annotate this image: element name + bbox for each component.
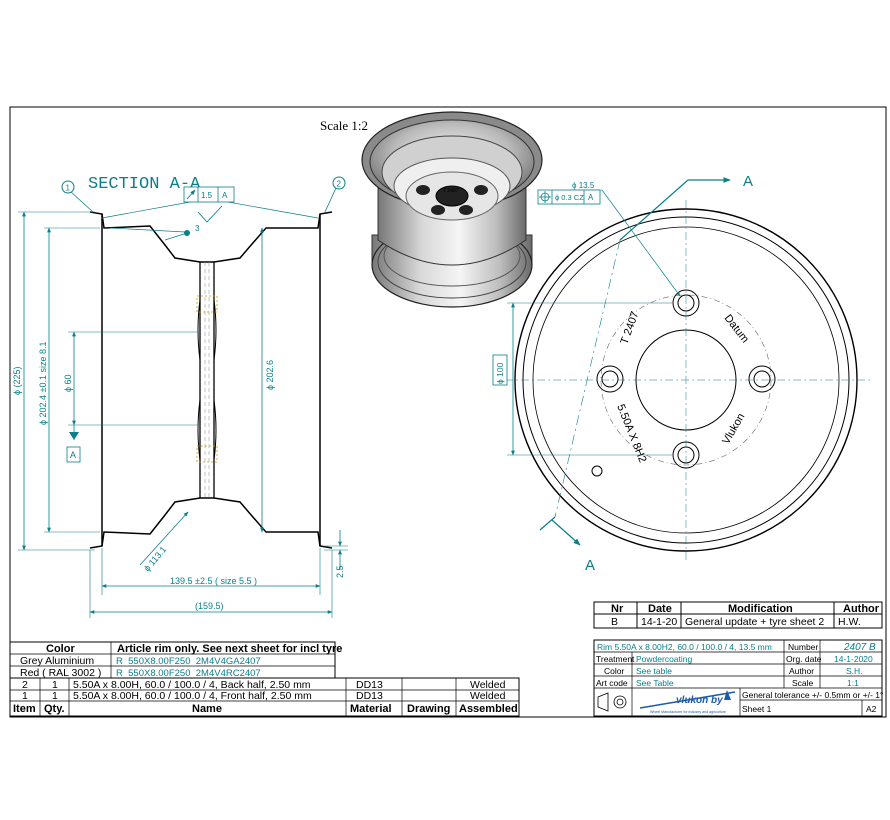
scale-field-label: Scale	[792, 678, 814, 688]
section-title: SECTION A-A	[88, 175, 201, 194]
treatment-label: Treatment	[596, 654, 635, 664]
rev-row-nr: B	[611, 616, 618, 628]
parts-list: 2 1 5.50A x 8.00H, 60.0 / 100.0 / 4, Bac…	[9, 677, 520, 717]
dim-2-5: 2.5	[335, 565, 345, 578]
revision-table: Nr Date Modification Author B 14-1-20 Ge…	[593, 601, 883, 629]
bolt-hole-left	[596, 365, 624, 393]
color-table-header-color: Color	[46, 643, 75, 655]
color-value: See table	[636, 666, 672, 676]
part-row-1-qty: 1	[52, 679, 58, 691]
part-row-2-item: 1	[22, 690, 28, 702]
rim-profile-top	[89, 211, 333, 263]
parts-header-name: Name	[192, 703, 222, 715]
balloon-1-label: 1	[66, 184, 71, 193]
rev-row-modification: General update + tyre sheet 2	[685, 616, 824, 628]
emboss-brand: Vlukon	[720, 411, 747, 446]
position-tol-ref: A	[588, 193, 594, 202]
valve-hole	[591, 465, 603, 477]
color-row-2-name: Red ( RAL 3002 )	[20, 667, 101, 679]
position-tolerance-frame: ϕ 0.3 CZ A	[537, 189, 601, 205]
section-arrow-label-top: A	[743, 173, 753, 190]
org-date-label: Org. date	[786, 654, 822, 664]
part-row-1-name: 5.50A x 8.00H, 60.0 / 100.0 / 4, Back ha…	[73, 679, 311, 691]
balloon-2	[332, 176, 346, 190]
parts-header-assembled: Assembled	[459, 703, 518, 715]
art-code-value: See Table	[636, 678, 674, 688]
parts-header-drawing: Drawing	[407, 703, 450, 715]
datum-box-a-label: A	[70, 450, 76, 460]
parts-header-item: Item	[13, 703, 36, 715]
balloon-1	[61, 180, 75, 194]
bolt-hole-right	[748, 365, 776, 393]
projection-symbol-icon	[597, 692, 627, 712]
rev-header-author: Author	[843, 603, 880, 615]
rev-row-author: H.W.	[838, 616, 861, 628]
rev-header-nr: Nr	[611, 603, 624, 615]
rim-3d-render: T 2407	[361, 111, 543, 308]
general-tolerance: General tolerance +/- 0.5mm or +/- 1°	[742, 690, 883, 700]
art-code-label: Art code	[596, 678, 628, 688]
runout-ref: A	[222, 191, 228, 200]
dim-139-5: 139.5 ±2.5 ( size 5.5 )	[170, 576, 257, 586]
part-row-2-qty: 1	[52, 690, 58, 702]
rim-profile-bottom	[89, 497, 333, 549]
emboss-datum: Datum	[722, 312, 751, 345]
balloon-2-label: 2	[337, 180, 342, 189]
company-logo-text: vlukon by	[676, 695, 723, 706]
part-row-2-name: 5.50A x 8.00H, 60.0 / 100.0 / 4, Front h…	[73, 690, 312, 702]
dim-dia-225: ϕ (225)	[12, 366, 22, 395]
hole-dia: ϕ 13.5	[572, 181, 595, 190]
rim-front-view: T 2407 Datum 5.50A X 8H2 Vlukon A A ϕ 13…	[492, 173, 870, 574]
color-label: Color	[604, 666, 624, 676]
dim-dia-202-6: ϕ 202.6	[265, 360, 275, 390]
part-row-2-assembled: Welded	[470, 690, 506, 702]
runout-value: 1.5	[201, 191, 213, 200]
surface-finish-value: 3	[195, 224, 200, 233]
sheet-number: Sheet 1	[742, 704, 772, 714]
datum-box-a	[66, 446, 81, 463]
svg-text:T 2407: T 2407	[443, 188, 459, 194]
position-tol-value: ϕ 0.3 CZ	[555, 193, 584, 202]
dim-dia-60: ϕ 60	[63, 374, 73, 392]
runout-tolerance-frame: 1.5 A	[101, 186, 319, 219]
title-description: Rim 5.50A x 8.00H2, 60.0 / 100.0 / 4, 13…	[597, 642, 772, 652]
color-row-1-code: R_550X8.00F250_2M4V4GA2407	[116, 656, 261, 667]
part-row-1-item: 2	[22, 679, 28, 691]
number-label: Number	[788, 642, 818, 652]
rev-row-date: 14-1-20	[641, 616, 677, 628]
sheet-format: A2	[866, 704, 877, 714]
part-row-1-material: DD13	[356, 679, 383, 691]
number-value: 2407 B	[843, 642, 876, 653]
author-value: S.H.	[846, 666, 863, 676]
drawing-frame	[9, 106, 887, 718]
emboss-part-number: T 2407	[619, 310, 642, 346]
rev-header-date: Date	[648, 603, 672, 615]
parts-header-material: Material	[350, 703, 392, 715]
pcd-dim: ϕ 100	[495, 362, 505, 384]
company-logo: vlukon by Wheel Manufacturer for industr…	[639, 690, 736, 714]
dim-dia-202-4: ϕ 202.4 ±0.1 size 8.1	[38, 341, 48, 425]
title-block: Rim 5.50A x 8.00H2, 60.0 / 100.0 / 4, 13…	[593, 639, 883, 717]
author-label: Author	[789, 666, 814, 676]
color-table-header-article: Article rim only. See next sheet for inc…	[117, 643, 342, 655]
company-tagline: Wheel Manufacturer for industry and agri…	[650, 710, 726, 714]
color-table: Color Article rim only. See next sheet f…	[9, 641, 342, 679]
section-arrow-label-bottom: A	[585, 557, 595, 574]
surface-finish-symbol	[197, 205, 223, 223]
org-date-value: 14-1-2020	[834, 654, 873, 664]
rev-header-modification: Modification	[728, 603, 793, 615]
dim-159-5: (159.5)	[195, 601, 224, 611]
scale-label: Scale 1:2	[320, 118, 368, 133]
color-row-2-code: R_550X8.00F250_2M4V4RC2407	[116, 668, 261, 679]
part-row-2-material: DD13	[356, 690, 383, 702]
color-row-1-name: Grey Aluminium	[20, 655, 94, 667]
treatment-value: Powdercoating	[636, 654, 693, 664]
parts-header-qty: Qty.	[44, 703, 65, 715]
part-row-1-assembled: Welded	[470, 679, 506, 691]
scale-field-value: 1:1	[847, 678, 859, 688]
section-a-a-view: SECTION A-A 1 2 1.5 A 3 ϕ (225)	[12, 175, 348, 618]
